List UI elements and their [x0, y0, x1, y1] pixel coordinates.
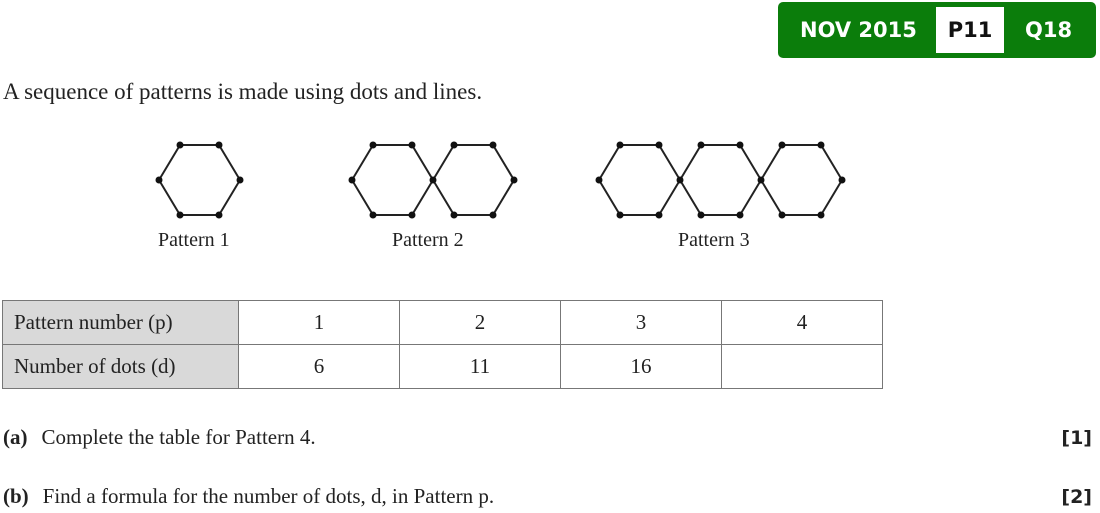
dot [236, 176, 244, 184]
question-text: Complete the table for Pattern 4. [41, 425, 316, 449]
table-cell: 11 [399, 344, 561, 389]
line [432, 179, 455, 216]
pattern-table: Pattern number (p) 1 2 3 4 Number of dot… [2, 300, 883, 389]
question-badge: NOV 2015 P11 Q18 [778, 2, 1096, 58]
dot [778, 211, 786, 219]
dot [450, 211, 458, 219]
line [598, 179, 621, 216]
pattern-2-label: Pattern 2 [392, 229, 464, 251]
dot [778, 141, 786, 149]
marks: [1] [1061, 427, 1092, 449]
dot [595, 176, 603, 184]
dot [408, 211, 416, 219]
dot [176, 211, 184, 219]
question-label: (b) [3, 484, 29, 508]
line [658, 179, 681, 216]
table-cell: 16 [560, 344, 722, 389]
line [658, 144, 681, 181]
dot [838, 176, 846, 184]
dot [369, 211, 377, 219]
line [760, 179, 783, 216]
badge-paper: P11 [936, 7, 1004, 53]
line [739, 144, 762, 181]
line [739, 179, 762, 216]
line [351, 179, 374, 216]
dot [489, 141, 497, 149]
line [679, 144, 702, 181]
line [492, 179, 515, 216]
table-cell: 1 [238, 300, 400, 345]
answer-cell[interactable] [721, 344, 883, 389]
dot [369, 141, 377, 149]
pattern-1-label: Pattern 1 [158, 229, 230, 251]
dot [429, 176, 437, 184]
line [492, 144, 515, 181]
patterns-diagram [155, 141, 846, 219]
dot [215, 141, 223, 149]
dot [655, 141, 663, 149]
question-text: Find a formula for the number of dots, d… [42, 484, 495, 508]
line [218, 144, 241, 181]
dot [155, 176, 163, 184]
dot [697, 211, 705, 219]
dot [736, 141, 744, 149]
badge-question: Q18 [1025, 18, 1073, 42]
dot [510, 176, 518, 184]
question-b: (b) Find a formula for the number of dots… [3, 484, 494, 509]
dot [757, 176, 765, 184]
dot [817, 211, 825, 219]
line [598, 144, 621, 181]
badge-session: NOV 2015 [800, 18, 917, 42]
row-header: Number of dots (d) [2, 344, 239, 389]
dot [616, 141, 624, 149]
table-cell: 3 [560, 300, 722, 345]
table-cell: 4 [721, 300, 883, 345]
line [432, 144, 455, 181]
row-header: Pattern number (p) [2, 300, 239, 345]
dot [489, 211, 497, 219]
line [351, 144, 374, 181]
dot [736, 211, 744, 219]
dot [616, 211, 624, 219]
dot [697, 141, 705, 149]
line [820, 179, 843, 216]
dot [676, 176, 684, 184]
dot [450, 141, 458, 149]
line [218, 179, 241, 216]
dot [408, 141, 416, 149]
dot [817, 141, 825, 149]
line [158, 144, 181, 181]
line [411, 179, 434, 216]
table-row: Pattern number (p) 1 2 3 4 [2, 300, 883, 345]
dot [176, 141, 184, 149]
line [820, 144, 843, 181]
question-label: (a) [3, 425, 28, 449]
line [760, 144, 783, 181]
dot [348, 176, 356, 184]
question-a: (a) Complete the table for Pattern 4. [3, 425, 316, 450]
line [158, 179, 181, 216]
pattern-3-label: Pattern 3 [678, 229, 750, 251]
pattern-3-figure [595, 141, 846, 219]
dot [655, 211, 663, 219]
table-cell: 6 [238, 344, 400, 389]
table-cell: 2 [399, 300, 561, 345]
marks: [2] [1061, 486, 1092, 508]
dot [215, 211, 223, 219]
pattern-1-figure [155, 141, 244, 219]
line [411, 144, 434, 181]
line [679, 179, 702, 216]
pattern-2-figure [348, 141, 518, 219]
table-row: Number of dots (d) 6 11 16 [2, 344, 883, 389]
intro-text: A sequence of patterns is made using dot… [3, 79, 483, 104]
